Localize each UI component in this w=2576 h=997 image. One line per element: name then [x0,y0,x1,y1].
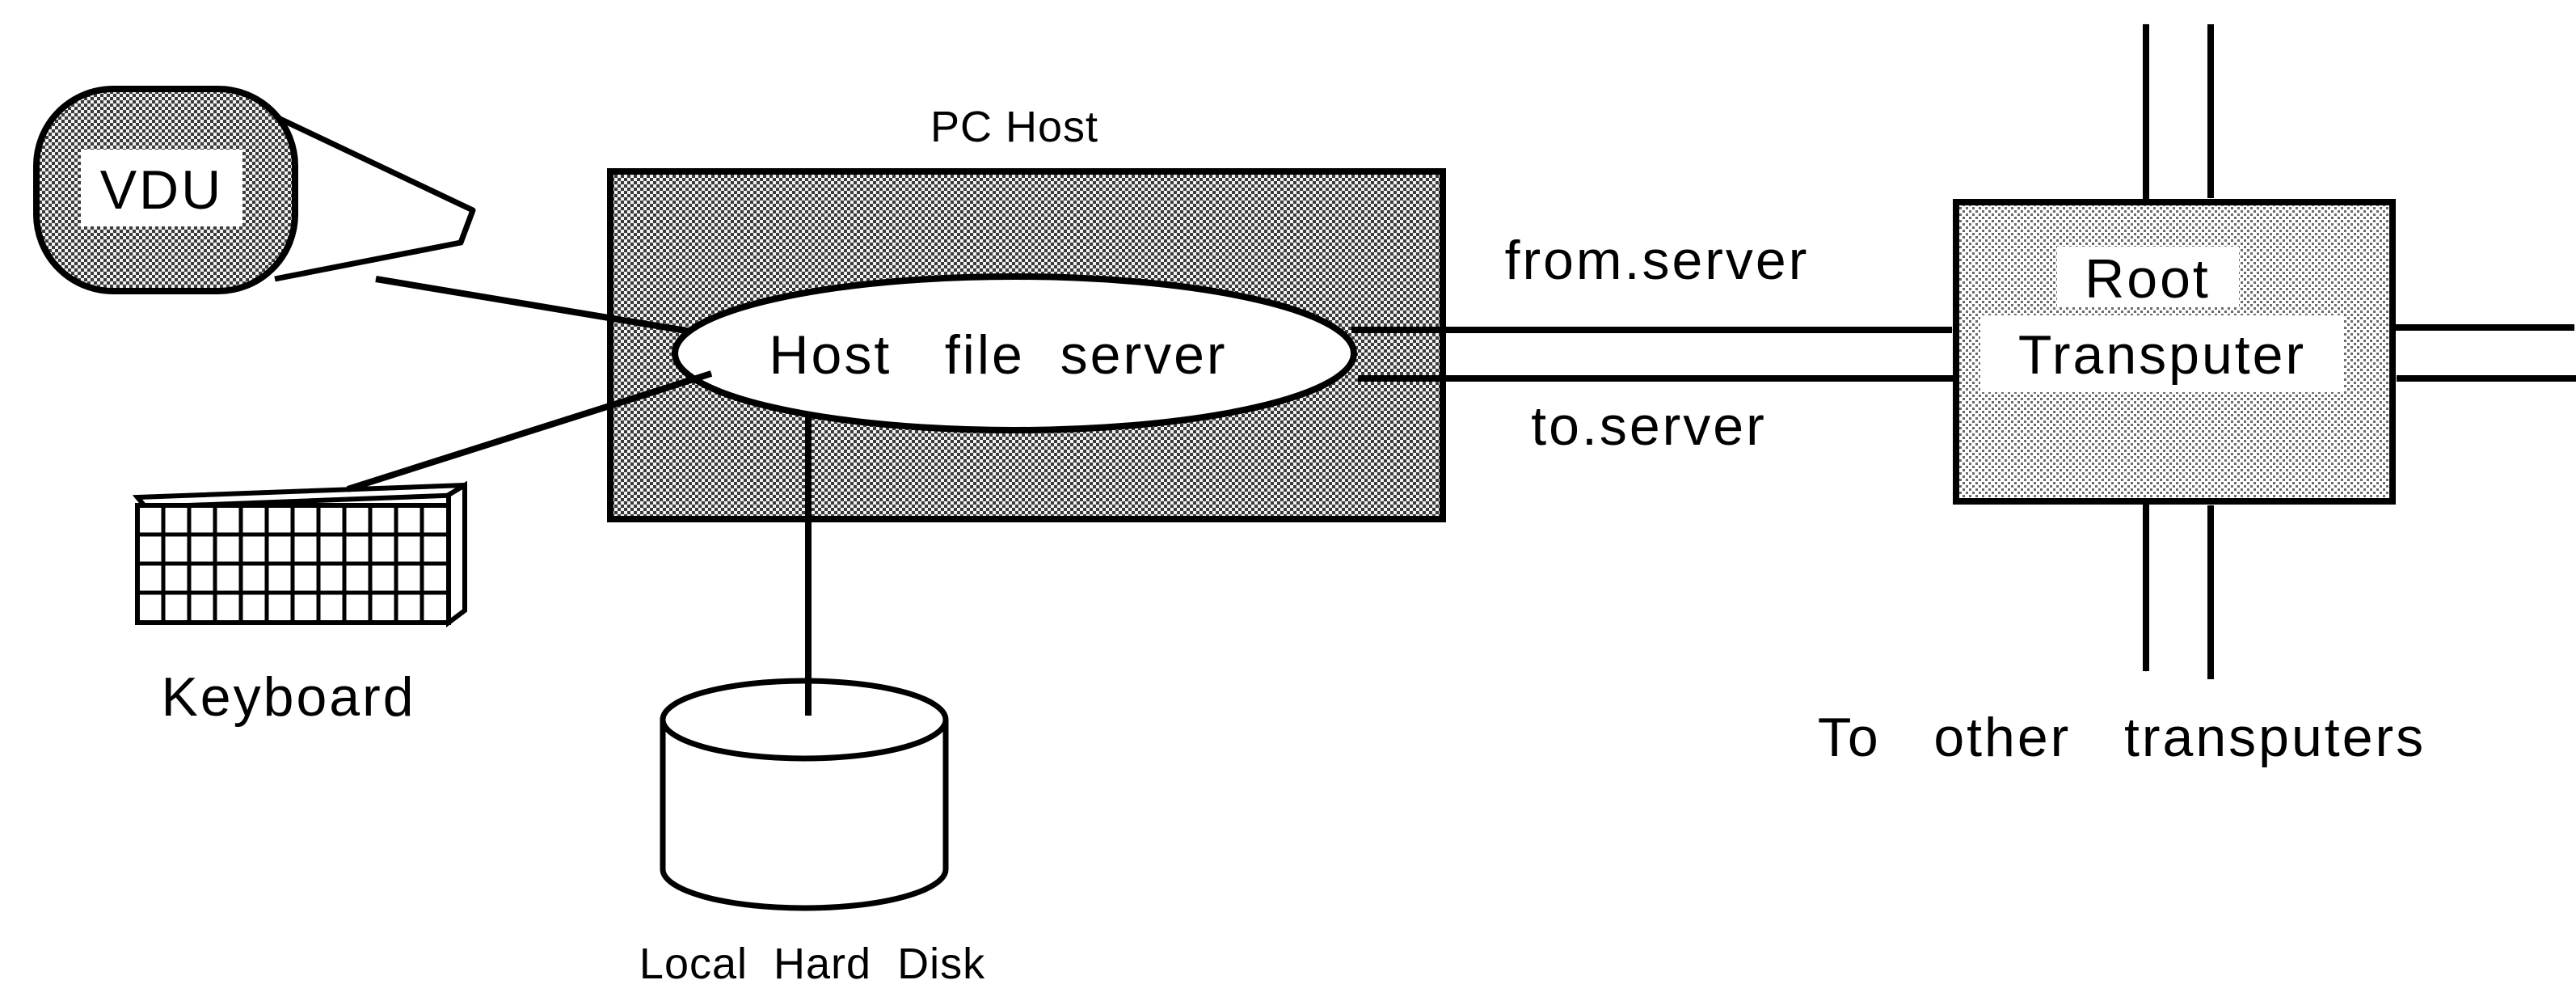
keyboard-device: Keyboard [132,480,467,728]
other-transputers-label: To other transputers [1818,707,2426,768]
disk-top [660,678,949,762]
vdu-label: VDU [100,159,224,221]
vdu-body [241,98,476,282]
keyboard-key-grid [137,505,449,623]
arrow-server-to-vdu [375,276,692,335]
pc-host: PC Host Host file server [607,103,1446,522]
root-label-box-1 [2057,247,2239,307]
host-file-server-label: Host file server [769,324,1227,386]
root-label-line1: Root [2085,248,2211,310]
connections [346,23,2576,716]
host-file-server [672,273,1357,433]
keyboard-label: Keyboard [161,666,415,728]
arrow-keyboard-to-server [346,370,713,492]
pc-host-label: PC Host [930,103,1098,151]
root-label-line2: Transputer [2018,324,2306,386]
local-hard-disk: Local Hard Disk [639,678,985,988]
root-label-box-2 [1980,315,2344,392]
vdu-label-box [81,150,242,226]
root-transputer: Root Transputer [1953,199,2396,505]
to-server-label: to.server [1531,395,1767,457]
disk-label: Local Hard Disk [639,940,985,988]
disk-body [660,720,949,911]
vdu-monitor: VDU [33,86,476,294]
from-server-label: from.server [1505,230,1810,291]
